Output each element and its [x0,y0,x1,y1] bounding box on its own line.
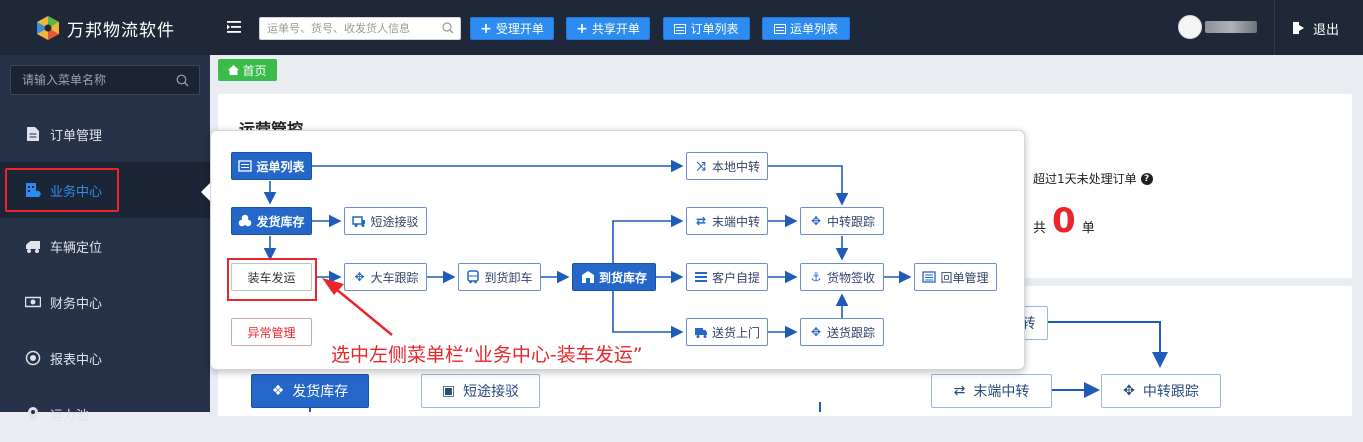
menu-search[interactable] [10,65,200,95]
home-icon [228,65,240,75]
annotation-arrow [322,278,393,336]
flow-node-local-transfer[interactable]: ⤨ 本地中转 [686,152,768,180]
list-icon [674,23,687,34]
bg-node-short-pickup[interactable]: ▣ 短途接驳 [421,374,540,408]
list-icon [773,23,786,34]
divider [1274,0,1275,55]
crosshair-icon: ✥ [810,325,822,339]
flow-node-shipping-stock[interactable]: 发货库存 [231,207,312,235]
business-icon [26,183,41,198]
logo-icon [37,16,59,40]
flow-popup [210,130,1025,370]
eye-icon [25,350,41,366]
flow-node-truck-tracking[interactable]: ✥ 大车跟踪 [344,263,427,291]
flow-node-exception-management[interactable]: 异常管理 [231,318,312,346]
flow-node-short-pickup[interactable]: 短途接驳 [344,207,427,235]
help-icon[interactable]: ? [1140,172,1153,185]
bg-node-transfer-tracking[interactable]: ✥ 中转跟踪 [1101,374,1221,408]
flow-connectors [263,159,912,339]
top-bar: 万邦物流软件 + 受理开单 + 共享开单 订单列表 运单列表 退出 [0,0,1363,55]
flow-node-loading-dispatch[interactable]: 装车发运 [231,263,312,291]
flow-node-delivery-door[interactable]: 送货上门 [686,318,768,346]
truck-icon [26,241,40,253]
shuffle-icon: ⤨ [696,158,706,173]
bus-icon [467,270,480,284]
popup-caret [201,183,210,201]
boxes-icon: ❖ [271,383,285,399]
sidebar-item-business-center[interactable]: 业务中心 [0,162,210,218]
sidebar-item-report-center[interactable]: 报表中心 [0,330,210,386]
swap-icon: ⇄ [695,214,707,228]
sidebar-item-finance-center[interactable]: 财务中心 [0,274,210,330]
accept-order-button[interactable]: + 受理开单 [470,17,554,40]
search-icon[interactable] [442,22,454,34]
flow-node-arrival-unload[interactable]: 到货卸车 [458,263,541,291]
annotation-text: 选中左侧菜单栏“业务中心-装车发运” [331,344,643,366]
sidebar-item-order-management[interactable]: 订单管理 [0,106,210,162]
document-icon [27,127,39,141]
logout-button[interactable]: 退出 [1292,17,1339,39]
top-search[interactable] [259,17,461,40]
truck-icon [694,328,707,338]
waybill-list-button[interactable]: 运单列表 [762,17,850,40]
overdue-count: 共 0 单 [1033,201,1095,241]
flow-node-end-transfer[interactable]: ⇄ 末端中转 [686,207,768,235]
bg-node-end-transfer[interactable]: ⇄ 末端中转 [931,374,1052,408]
truck-icon: ▣ [441,383,456,399]
username-blurred[interactable] [1205,21,1257,33]
count-value: 0 [1052,201,1076,241]
logout-icon [1293,22,1304,34]
bg-node-shipping-stock[interactable]: ❖ 发货库存 [251,374,369,408]
brand[interactable]: 万邦物流软件 [35,14,175,42]
list-icon [238,160,253,172]
menu-search-input[interactable] [11,66,171,94]
anchor-icon: ⚓ [810,270,822,284]
flow-node-waybill-list[interactable]: 运单列表 [231,152,312,180]
list-icon [922,271,937,283]
avatar[interactable] [1178,15,1202,39]
menu-toggle-icon[interactable] [226,19,242,35]
brand-name: 万邦物流软件 [67,20,175,41]
plus-icon: + [480,20,492,37]
swap-icon: ⇄ [953,383,966,399]
crosshair-icon: ✥ [354,270,365,284]
flow-node-goods-signoff[interactable]: ⚓ 货物签收 [800,263,884,291]
order-list-button[interactable]: 订单列表 [663,17,750,40]
boxes-icon [239,214,252,227]
overdue-label: 超过1天未处理订单 ? [1033,170,1153,187]
truck-icon [352,216,366,227]
flow-node-customer-pickup[interactable]: 客户自提 [686,263,768,291]
loading-dispatch-highlight-box [227,258,317,301]
flow-node-transfer-tracking[interactable]: ✥ 中转跟踪 [800,207,884,235]
tab-home[interactable]: 首页 [218,59,277,81]
crosshair-icon: ✥ [810,214,822,228]
search-icon[interactable] [176,74,189,87]
top-search-input[interactable] [260,18,435,39]
flow-node-delivery-tracking[interactable]: ✥ 送货跟踪 [800,318,884,346]
sidebar-highlight-box [5,168,119,212]
crosshair-icon: ✥ [1123,383,1135,399]
list-icon [694,272,707,282]
sidebar: 订单管理 业务中心 车辆定位 财务中心 报表中心 运力池 [0,55,210,424]
share-order-button[interactable]: + 共享开单 [566,17,650,40]
plus-icon: + [576,20,588,37]
sidebar-item-vehicle-location[interactable]: 车辆定位 [0,218,210,274]
money-icon [25,296,41,308]
building-icon [581,271,594,283]
flow-node-arrival-stock[interactable]: 到货库存 [572,263,656,291]
flow-node-receipt-management[interactable]: 回单管理 [914,263,997,291]
